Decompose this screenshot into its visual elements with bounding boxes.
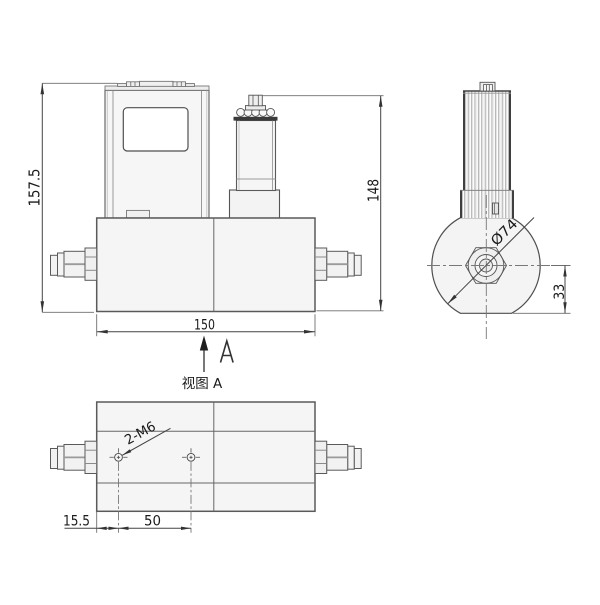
side-view: [427, 81, 551, 339]
front-view: [49, 80, 363, 313]
view-caption: 视图 A: [182, 376, 223, 392]
terminal-left-outer: [117, 83, 127, 87]
terminal-right: [172, 81, 186, 87]
dim-text-157-5: 157.5: [26, 169, 44, 207]
electronics-box: [104, 80, 210, 219]
heatsink-clip: [492, 202, 499, 215]
dim-text-148: 148: [365, 179, 383, 202]
dim-text-15-5: 15.5: [63, 513, 90, 529]
terminal-left: [126, 81, 140, 87]
dim-33: 33: [513, 265, 571, 314]
top-plate: [139, 80, 174, 87]
valve-base: [228, 189, 281, 219]
valve-washers: [236, 107, 276, 117]
dim-157-5: 157.5: [26, 82, 118, 313]
heatsink: [460, 81, 514, 218]
solenoid-valve: [228, 94, 281, 219]
hex-nut: [464, 247, 508, 284]
fitting-bottom-left: [49, 440, 98, 475]
display-window: [122, 107, 189, 152]
view-arrow: A 视图 A: [182, 335, 234, 392]
body-block: [95, 217, 316, 313]
dim-text-150: 150: [194, 318, 215, 334]
valve-gasket: [233, 116, 278, 121]
dim-148: 148: [262, 95, 384, 312]
dim-text-50: 50: [144, 513, 161, 529]
view-arrow-letter: [219, 338, 234, 363]
fitting-front-right: [314, 247, 363, 282]
bottom-view: [49, 401, 363, 533]
valve-cylinder: [235, 119, 277, 192]
valve-top-nut: [248, 94, 263, 107]
terminal-right-outer: [185, 83, 195, 87]
dim-15-5-and-50: 15.5 50: [63, 511, 191, 533]
dim-text-33: 33: [552, 284, 568, 300]
fitting-bottom-right: [314, 440, 363, 475]
dim-150: 150: [96, 314, 316, 337]
box-bottom-notch: [126, 209, 150, 219]
bottom-body: [95, 401, 316, 513]
valve-top-flange: [245, 105, 266, 111]
fitting-front-left: [49, 247, 98, 282]
